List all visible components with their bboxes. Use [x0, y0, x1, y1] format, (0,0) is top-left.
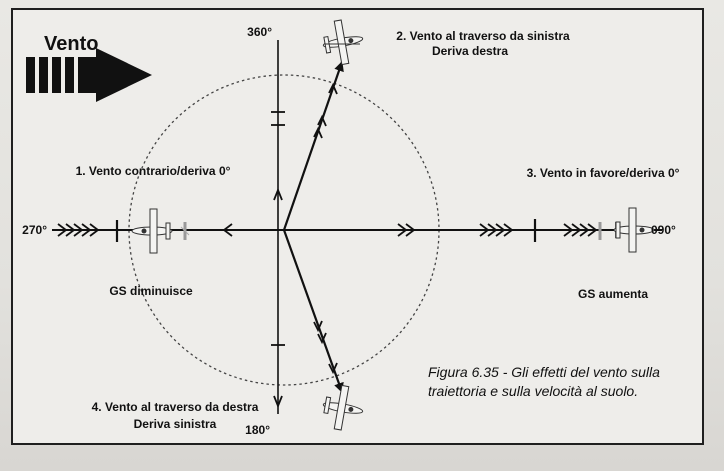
case-3-line1: 3. Vento in favore/deriva 0°: [527, 166, 680, 180]
aircraft-east: [598, 207, 655, 253]
case-4-line2: Deriva sinistra: [134, 417, 217, 431]
track-right-drift: [282, 61, 344, 231]
label-south: 180°: [245, 423, 270, 437]
aircraft-north: [318, 16, 368, 68]
figure-caption-line2: traiettoria e sulla velocità al suolo.: [428, 383, 638, 399]
figure-caption-line1: Figura 6.35 - Gli effetti del vento sull…: [428, 364, 660, 380]
case-1-line1: 1. Vento contrario/deriva 0°: [76, 164, 231, 178]
label-north: 360°: [247, 25, 272, 39]
aircraft-south: [318, 382, 368, 434]
wind-arrow: [26, 48, 152, 102]
gs-increase: GS aumenta: [578, 287, 648, 301]
gs-decrease: GS diminuisce: [109, 284, 193, 298]
label-east: 090°: [651, 223, 676, 237]
case-4-line1: 4. Vento al traverso da destra: [92, 400, 259, 414]
diagonal-chevrons: [313, 82, 338, 375]
track-left-drift: [282, 229, 344, 393]
label-west: 270°: [22, 223, 47, 237]
case-2-line2: Deriva destra: [432, 44, 508, 58]
caption-text: - Gli effetti del vento sulla: [499, 364, 660, 380]
west-chevrons: [57, 223, 233, 237]
caption-label: Figura 6.35: [428, 364, 499, 380]
vertical-marks: [271, 111, 285, 409]
case-2-line1: 2. Vento al traverso da sinistra: [396, 29, 570, 43]
wind-title: Vento: [44, 33, 98, 55]
east-chevrons: [397, 223, 598, 237]
aircraft-west: [131, 208, 190, 254]
